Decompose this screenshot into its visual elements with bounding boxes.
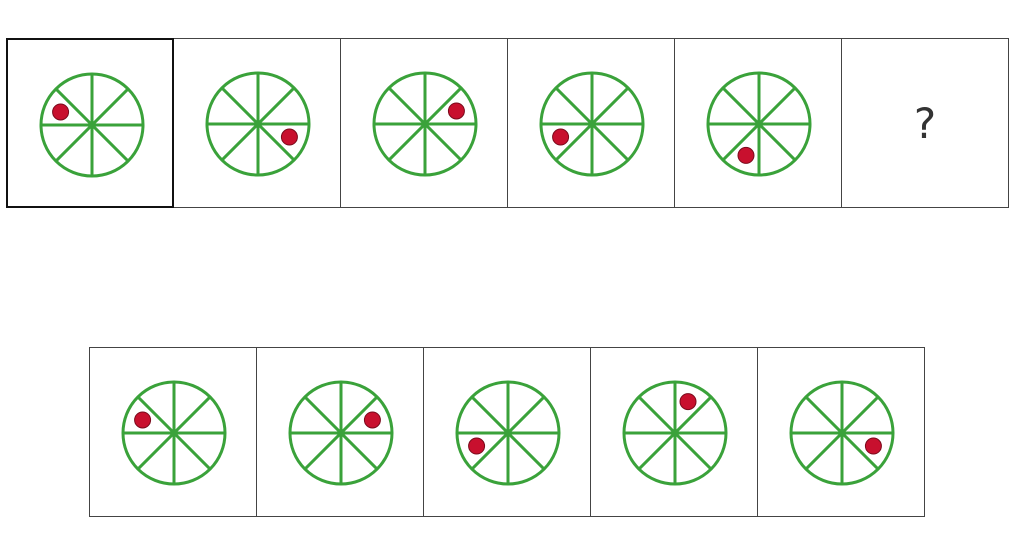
option-cell-2[interactable] xyxy=(256,347,424,517)
wheel-spoke xyxy=(387,86,463,162)
red-dot xyxy=(552,128,570,146)
option-cell-3[interactable] xyxy=(423,347,591,517)
red-dot xyxy=(52,103,70,121)
sequence-cell-2 xyxy=(173,38,341,208)
wheel-figure xyxy=(455,380,561,486)
sequence-cell-answer: ? xyxy=(841,38,1009,208)
sequence-cell-5 xyxy=(674,38,842,208)
wheel-spoke xyxy=(470,395,546,471)
red-dot xyxy=(468,437,486,455)
wheel-figure xyxy=(539,71,645,177)
red-dot xyxy=(280,128,298,146)
sequence-row: ? xyxy=(6,38,1009,208)
wheel-spoke xyxy=(721,86,797,162)
wheel-figure xyxy=(789,380,895,486)
red-dot xyxy=(447,102,465,120)
option-cell-5[interactable] xyxy=(757,347,925,517)
wheel-spoke xyxy=(54,87,130,163)
option-cell-4[interactable] xyxy=(590,347,758,517)
option-cell-1[interactable] xyxy=(89,347,257,517)
red-dot xyxy=(864,437,882,455)
wheel-figure xyxy=(372,71,478,177)
sequence-cell-1 xyxy=(6,38,174,208)
wheel-spoke xyxy=(804,395,880,471)
wheel-figure xyxy=(706,71,812,177)
sequence-cell-3 xyxy=(340,38,508,208)
red-dot xyxy=(363,411,381,429)
question-mark: ? xyxy=(913,98,937,148)
wheel-spoke xyxy=(303,395,379,471)
sequence-cell-4 xyxy=(507,38,675,208)
wheel-figure xyxy=(39,72,145,178)
wheel-figure xyxy=(121,380,227,486)
options-row xyxy=(89,347,925,517)
wheel-spoke xyxy=(136,395,212,471)
red-dot xyxy=(134,411,152,429)
red-dot xyxy=(737,146,755,164)
red-dot xyxy=(679,393,697,411)
wheel-figure xyxy=(622,380,728,486)
wheel-spoke xyxy=(220,86,296,162)
wheel-spoke xyxy=(554,86,630,162)
wheel-figure xyxy=(205,71,311,177)
wheel-figure xyxy=(288,380,394,486)
wheel-spoke xyxy=(637,395,713,471)
